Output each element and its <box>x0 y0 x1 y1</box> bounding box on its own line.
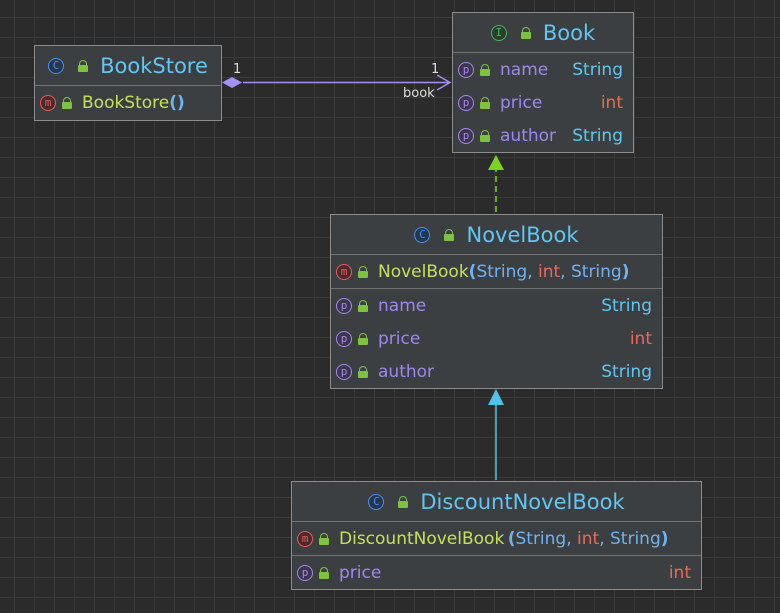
class-header: C BookStore <box>35 46 221 86</box>
class-header: I Book <box>453 13 633 53</box>
property-name: author <box>378 361 435 382</box>
public-lock-icon <box>480 129 490 142</box>
property-icon: p <box>458 94 474 111</box>
property-icon: p <box>336 297 352 314</box>
public-lock-icon <box>62 96 72 109</box>
property-row[interactable]: p price int <box>453 86 633 119</box>
target-multiplicity: 1 <box>431 62 440 77</box>
public-lock-icon <box>358 332 368 345</box>
property-name: price <box>500 92 543 113</box>
param-type: String <box>610 528 661 549</box>
public-lock-icon <box>480 96 490 109</box>
composition-arrowhead <box>436 74 452 91</box>
class-node-discountnovelbook[interactable]: C DiscountNovelBook m DiscountNovelBook … <box>291 481 702 590</box>
methods-section: m NovelBook(String, int, String) <box>331 255 662 289</box>
property-icon: p <box>336 363 352 380</box>
method-icon: m <box>336 263 352 280</box>
property-name: author <box>500 125 557 146</box>
param-type: String <box>515 528 567 549</box>
method-signature: DiscountNovelBook (String, int, String) <box>339 528 669 549</box>
method-signature: NovelBook(String, int, String) <box>378 261 630 282</box>
property-type: String <box>572 125 623 146</box>
source-multiplicity: 1 <box>233 62 242 77</box>
method-row[interactable]: m BookStore() <box>35 86 221 119</box>
property-name: name <box>500 59 549 80</box>
generalization-arrowhead <box>488 389 504 405</box>
property-icon: p <box>458 61 474 78</box>
class-name: DiscountNovelBook <box>420 489 625 514</box>
param-type: int <box>538 261 561 282</box>
param-type: String <box>570 261 622 282</box>
public-lock-icon <box>444 228 455 241</box>
class-icon: C <box>368 493 385 510</box>
interface-node-book[interactable]: I Book p name String p price int p autho… <box>452 12 634 153</box>
interface-icon: I <box>490 24 507 41</box>
method-icon: m <box>297 530 313 547</box>
properties-section: p name String p price int p author Strin… <box>331 289 662 388</box>
public-lock-icon <box>520 26 531 39</box>
class-name: Book <box>542 20 596 45</box>
methods-section: m DiscountNovelBook (String, int, String… <box>292 522 701 556</box>
property-type: int <box>629 328 652 349</box>
class-name: BookStore <box>100 53 208 78</box>
public-lock-icon <box>319 532 329 545</box>
method-name: DiscountNovelBook <box>339 528 505 549</box>
property-type: int <box>668 562 691 583</box>
property-row[interactable]: p name String <box>331 289 662 322</box>
method-row[interactable]: m NovelBook(String, int, String) <box>331 255 662 288</box>
target-role-label: book <box>403 86 435 101</box>
property-name: price <box>339 562 382 583</box>
property-row[interactable]: p price int <box>292 556 701 589</box>
composition-diamond <box>222 77 242 88</box>
property-icon: p <box>336 330 352 347</box>
param-type: String <box>476 261 528 282</box>
property-row[interactable]: p price int <box>331 322 662 355</box>
method-name: NovelBook <box>378 261 469 282</box>
public-lock-icon <box>358 365 368 378</box>
properties-section: p price int <box>292 556 701 589</box>
properties-section: p name String p price int p author Strin… <box>453 53 633 152</box>
public-lock-icon <box>78 59 89 72</box>
class-node-bookstore[interactable]: C BookStore m BookStore() <box>34 45 222 121</box>
property-row[interactable]: p author String <box>331 355 662 388</box>
public-lock-icon <box>319 566 329 579</box>
class-node-novelbook[interactable]: C NovelBook m NovelBook(String, int, Str… <box>330 214 663 389</box>
class-icon: C <box>48 57 65 74</box>
class-header: C DiscountNovelBook <box>292 482 701 522</box>
property-row[interactable]: p name String <box>453 53 633 86</box>
property-type: String <box>601 361 652 382</box>
property-icon: p <box>297 564 313 581</box>
property-row[interactable]: p author String <box>453 119 633 152</box>
method-row[interactable]: m DiscountNovelBook (String, int, String… <box>292 522 701 555</box>
public-lock-icon <box>358 265 368 278</box>
class-name: NovelBook <box>466 222 579 247</box>
public-lock-icon <box>480 63 490 76</box>
method-icon: m <box>40 94 56 111</box>
public-lock-icon <box>398 495 409 508</box>
methods-section: m BookStore() <box>35 86 221 119</box>
method-name: BookStore <box>82 92 170 113</box>
property-name: name <box>378 295 427 316</box>
public-lock-icon <box>358 299 368 312</box>
method-signature: BookStore() <box>82 92 185 113</box>
property-type: int <box>600 92 623 113</box>
property-type: String <box>601 295 652 316</box>
property-type: String <box>572 59 623 80</box>
class-header: C NovelBook <box>331 215 662 255</box>
realization-arrowhead <box>488 155 504 170</box>
property-icon: p <box>458 127 474 144</box>
param-type: int <box>577 528 600 549</box>
property-name: price <box>378 328 421 349</box>
class-icon: C <box>414 226 431 243</box>
